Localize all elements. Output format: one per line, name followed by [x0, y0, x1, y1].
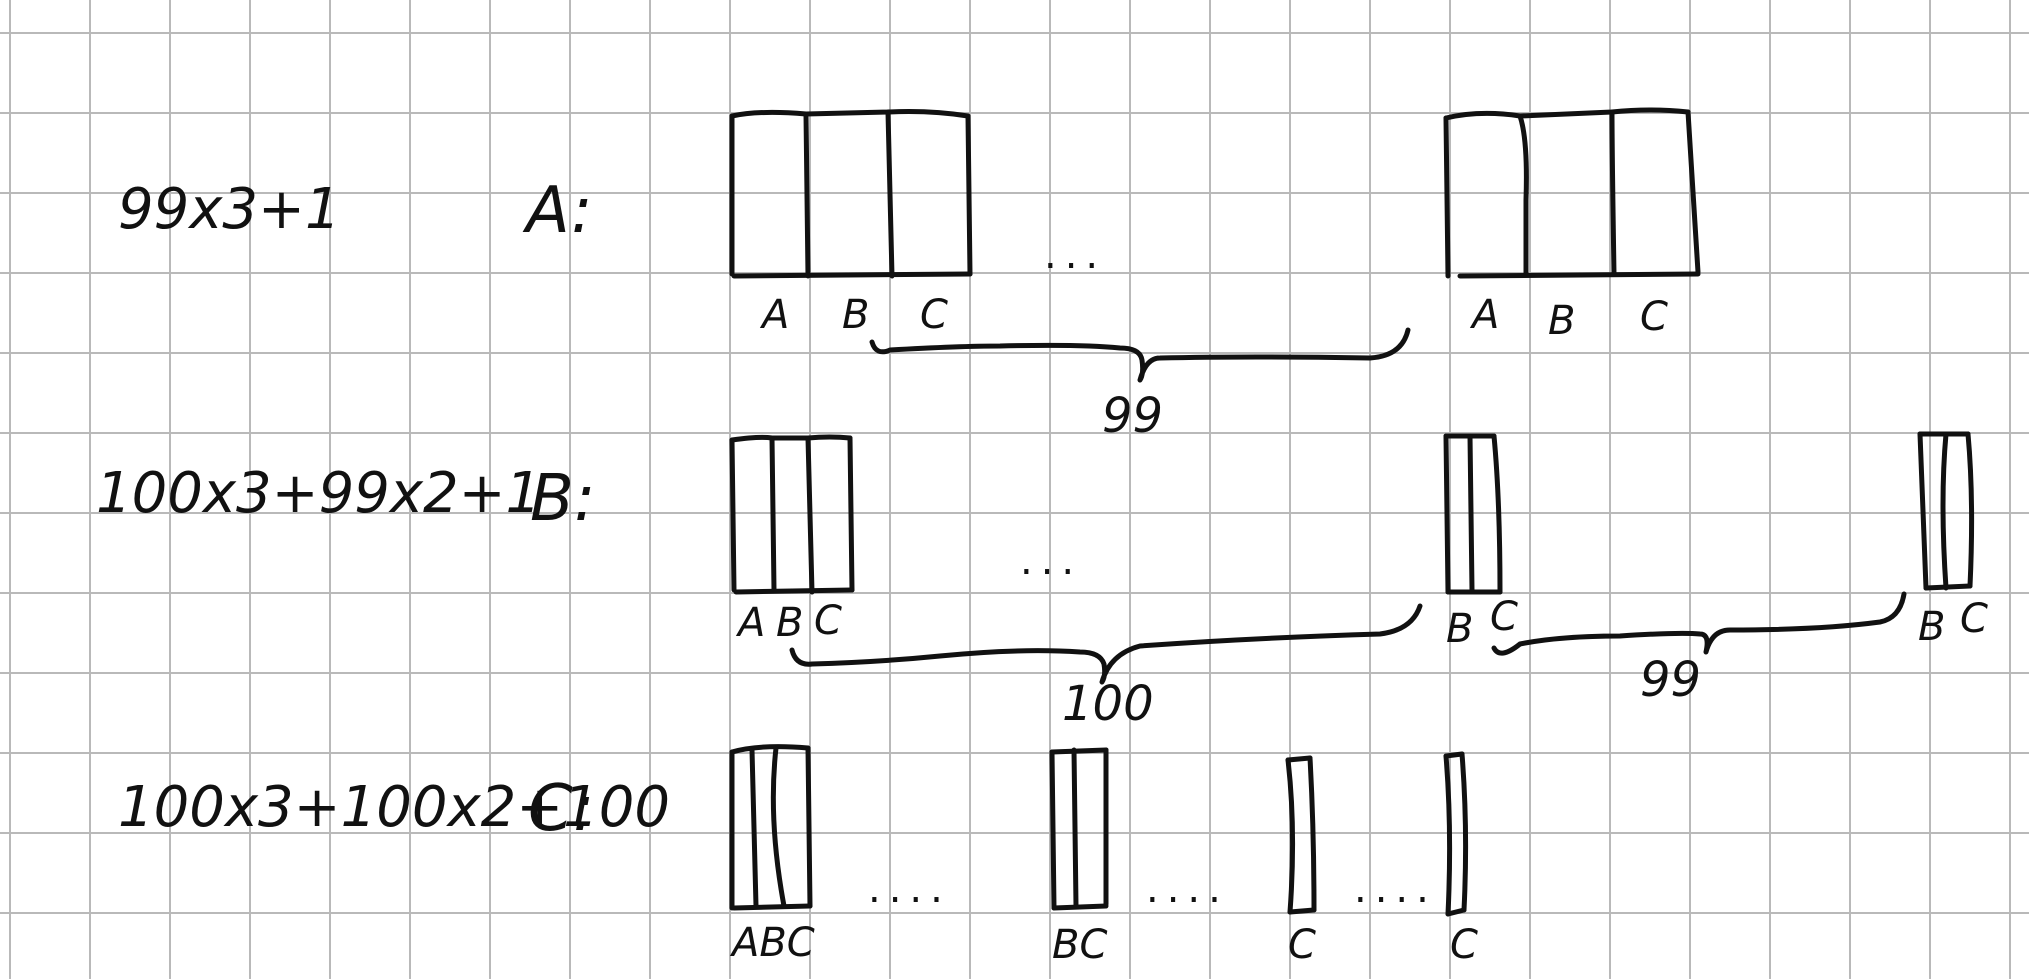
row-c-block-top-edge [1285, 755, 1313, 763]
row-c-col-label: BC [1052, 922, 1107, 968]
row-c-block-left-edge [1285, 757, 1296, 915]
row-b-first-block-group [729, 434, 855, 595]
row-a-formula: 99x3+1 [118, 177, 341, 242]
row-c-formula: 100x3+100x2+100 [118, 775, 670, 840]
row-a-block-divider [1609, 109, 1617, 277]
row-c-col-label: C [1450, 922, 1478, 968]
row-b-block-right-edge [847, 435, 855, 593]
row-a-first-block-group [729, 109, 973, 279]
row-b-block-divider [1940, 431, 1949, 591]
row-a-col-label: A [759, 292, 789, 338]
row-b-label: B: [530, 462, 595, 536]
row-c-block-right-edge [1307, 755, 1317, 913]
row-b-block-left-edge [1917, 431, 1929, 591]
row-b-block-divider [805, 435, 815, 595]
row-b-formula: 100x3+99x2+1 [96, 461, 541, 526]
row-a-col-label: B [842, 292, 869, 338]
row-a-block-right-edge [1685, 109, 1701, 275]
row-c-block-bottom-edge [1287, 907, 1317, 915]
row-c-block-bottom-edge [731, 903, 813, 911]
row-c-group-4 [1443, 751, 1469, 917]
row-c-block-left-edge [1443, 753, 1453, 917]
row-a-block-divider [803, 111, 811, 279]
row-a-col-label: A [1469, 292, 1499, 338]
row-a-col-label: C [920, 292, 948, 338]
row-a-block-left-edge [1443, 115, 1451, 279]
row-a-block-divider [1517, 113, 1529, 277]
row-b-second-block-group [1443, 433, 1503, 595]
row-b-block-left-edge [1443, 433, 1451, 595]
row-c-block-top-edge [729, 744, 811, 755]
row-c: 100x3+100x2+100 C: ABC .... BC .... [118, 744, 1478, 968]
row-c-block-bottom-edge [1445, 907, 1467, 917]
row-b-col-label: B [776, 600, 803, 646]
row-c-ellipsis: .... [1354, 866, 1437, 912]
row-b-block-right-edge [1965, 431, 1975, 589]
row-c-block-divider [749, 747, 759, 909]
row-b-ellipsis: ... [1020, 538, 1082, 584]
row-c-block-divider [1071, 747, 1079, 909]
row-c-block-bottom-edge [1051, 903, 1109, 911]
row-a-brace [869, 327, 1411, 383]
row-b-block-right-edge [1491, 433, 1503, 595]
row-b-col-label: B [1918, 604, 1945, 650]
row-c-col-label: C [1288, 922, 1316, 968]
row-a: 99x3+1 A: A B C ... A B C 99 [118, 107, 1701, 444]
row-a-block-divider [885, 109, 895, 279]
row-b-block-bottom-edge [1923, 583, 1973, 591]
row-a-label: A: [522, 174, 593, 248]
row-b-brace-100 [789, 603, 1423, 685]
row-b-block-left-edge [729, 437, 737, 593]
row-a-ellipsis: ... [1044, 232, 1106, 278]
row-b: 100x3+99x2+1 B: A B C ... B C [96, 431, 1988, 732]
row-a-brace-count: 99 [1102, 388, 1163, 444]
row-b-brace-99 [1491, 591, 1907, 656]
row-b-brace-count-99: 99 [1640, 652, 1701, 708]
row-b-third-block-group [1917, 431, 1975, 591]
row-c-group-3 [1285, 755, 1317, 915]
row-c-group-1 [729, 744, 813, 911]
row-b-block-divider [769, 435, 777, 593]
row-b-col-label: C [1960, 596, 1988, 642]
row-b-block-bottom-edge [733, 587, 855, 595]
row-a-block-top-edge [729, 109, 971, 119]
row-b-col-label: C [1490, 594, 1518, 640]
row-c-group-2 [1049, 747, 1109, 911]
row-b-col-label: A [735, 600, 765, 646]
row-a-block-bottom-edge [1457, 271, 1701, 279]
row-c-block-right-edge [1459, 751, 1469, 913]
row-a-col-label: B [1548, 298, 1575, 344]
row-c-block-top-edge [1443, 751, 1465, 759]
row-b-block-divider [1467, 433, 1475, 593]
row-b-col-label: B [1446, 606, 1473, 652]
row-b-block-top-edge [729, 434, 853, 443]
row-a-block-bottom-edge [731, 271, 973, 279]
row-b-col-label: C [814, 598, 842, 644]
row-c-col-label: ABC [729, 920, 815, 966]
row-c-ellipsis: .... [868, 866, 951, 912]
row-c-ellipsis: .... [1146, 866, 1229, 912]
row-a-block-top-edge [1443, 107, 1691, 121]
row-c-block-right-edge [805, 745, 813, 909]
row-a-col-label: C [1640, 294, 1668, 340]
row-b-brace-count-100: 100 [1062, 676, 1154, 732]
row-c-label: C: [528, 772, 594, 846]
row-c-block-left-edge [1049, 749, 1057, 911]
row-a-block-right-edge [965, 113, 973, 277]
row-a-second-block-group [1443, 107, 1701, 279]
row-c-block-divider [770, 745, 787, 909]
row-c-block-top-edge [1049, 747, 1109, 755]
